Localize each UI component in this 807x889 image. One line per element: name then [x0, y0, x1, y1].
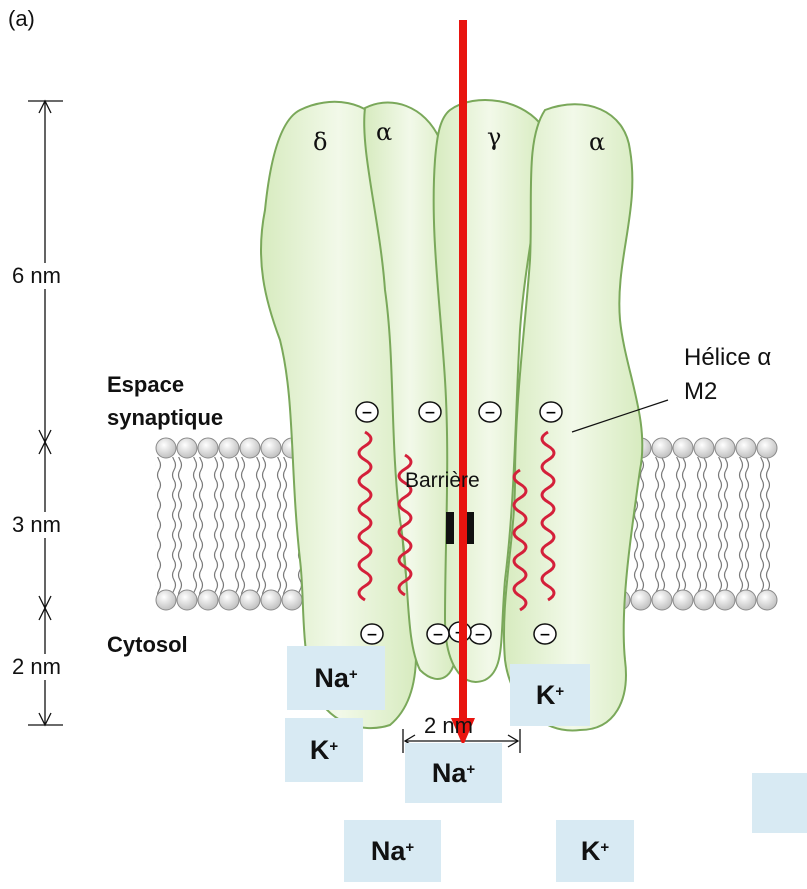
ion-charge: +	[349, 666, 358, 683]
helix-label-line1: Hélice α	[684, 344, 771, 372]
charge-symbol: −	[484, 405, 496, 421]
lipid-head	[261, 590, 281, 610]
subunit-alpha-right-label: α	[589, 128, 605, 156]
dimension-2nm-label: 2 nm	[10, 654, 63, 680]
barrier-bar-left	[446, 512, 454, 544]
lipid-head	[261, 438, 281, 458]
charge-symbol: −	[545, 405, 557, 421]
lipid-head	[177, 590, 197, 610]
negative-charge: −	[469, 624, 491, 644]
barrier-label: Barrière	[405, 469, 480, 493]
lipid-head	[694, 590, 714, 610]
charge-symbol: −	[474, 627, 486, 643]
subunit-alpha-left-label: α	[376, 118, 392, 146]
ion-charge: +	[405, 839, 414, 856]
lipid-head	[715, 438, 735, 458]
lipid-head	[240, 590, 260, 610]
pore-width-label: 2 nm	[422, 713, 475, 739]
lipid-head	[673, 590, 693, 610]
dimension-scale	[28, 101, 63, 725]
lipid-head	[198, 438, 218, 458]
lipid-head	[757, 438, 777, 458]
negative-charge: −	[361, 624, 383, 644]
ion-symbol: K	[310, 735, 330, 766]
lipid-head	[156, 438, 176, 458]
lipid-head	[240, 438, 260, 458]
ion-symbol: Na	[371, 836, 406, 867]
ion-charge: +	[555, 683, 564, 700]
subunit-delta-label: δ	[313, 128, 327, 156]
lipid-head	[715, 590, 735, 610]
lipid-head	[736, 438, 756, 458]
lipid-head	[156, 590, 176, 610]
ion-na-3: Na+	[344, 820, 441, 882]
charge-symbol: −	[432, 627, 444, 643]
dimension-3nm-label: 3 nm	[10, 512, 63, 538]
lipid-head	[673, 438, 693, 458]
negative-charge: −	[479, 402, 501, 422]
lipid-head	[198, 590, 218, 610]
lipid-bilayer-left	[155, 457, 315, 599]
barrier-bar-right	[466, 512, 474, 544]
negative-charge: −	[419, 402, 441, 422]
ion-symbol: Na	[314, 663, 349, 694]
ion-k-2: K+	[285, 718, 363, 782]
ion-na-2: Na+	[405, 743, 502, 803]
lipid-head	[652, 590, 672, 610]
ion-symbol: Na	[432, 758, 467, 789]
lipid-head	[757, 590, 777, 610]
charge-symbol: −	[361, 405, 373, 421]
lipid-head	[694, 438, 714, 458]
ion-charge: +	[466, 761, 475, 778]
subunit-gamma-label: γ	[487, 123, 501, 151]
lipid-head	[219, 590, 239, 610]
negative-charge: −	[534, 624, 556, 644]
panel-label: (a)	[8, 6, 35, 32]
synaptic-space-label-line1: Espace	[107, 370, 184, 400]
synaptic-space-label-line2: synaptique	[107, 403, 223, 433]
lipid-head	[736, 590, 756, 610]
empty-ion-box	[752, 773, 807, 833]
ion-charge: +	[329, 738, 338, 755]
lipid-head	[177, 438, 197, 458]
ion-charge: +	[600, 839, 609, 856]
lipid-head	[282, 590, 302, 610]
charge-symbol: −	[539, 627, 551, 643]
lipid-head	[219, 438, 239, 458]
lipid-head	[631, 590, 651, 610]
ion-k-3: K+	[556, 820, 634, 882]
ion-symbol: K	[536, 680, 556, 711]
negative-charge: −	[427, 624, 449, 644]
negative-charge: −	[356, 402, 378, 422]
ion-symbol: K	[581, 836, 601, 867]
negative-charge: −	[540, 402, 562, 422]
charge-symbol: −	[366, 627, 378, 643]
lipid-head	[652, 438, 672, 458]
helix-label-line2: M2	[684, 378, 717, 406]
cytosol-label: Cytosol	[107, 630, 188, 660]
ion-k-1: K+	[510, 664, 590, 726]
ion-na-1: Na+	[287, 646, 385, 710]
dimension-6nm-label: 6 nm	[10, 263, 63, 289]
charge-symbol: −	[424, 405, 436, 421]
